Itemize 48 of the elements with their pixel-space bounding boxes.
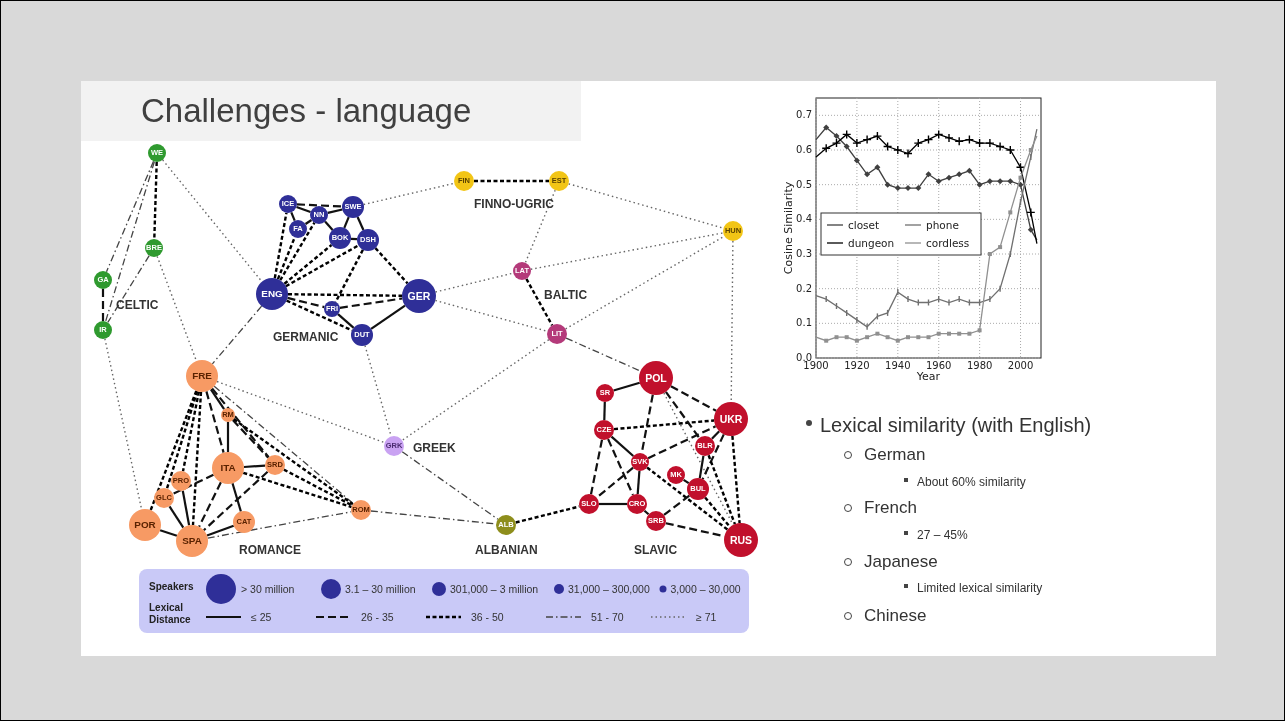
group-label: ALBANIAN [475, 543, 538, 557]
bullet-text: Japanese [864, 552, 938, 573]
bullet-text: 27 – 45% [917, 528, 968, 543]
legend-text: 51 - 70 [591, 611, 624, 623]
tick-label: 2000 [1007, 360, 1034, 371]
tick-label: 0.6 [796, 144, 812, 155]
bullet-text: French [864, 498, 917, 519]
legend-text: 36 - 50 [471, 611, 504, 623]
legend-label: closet [848, 219, 880, 231]
tick-label: 0.3 [796, 248, 812, 259]
tick-label: 0.4 [796, 213, 812, 225]
legend-label: cordless [926, 237, 970, 249]
legend-text: 3,000 – 30,000 [670, 583, 741, 595]
axis-title: Year [916, 370, 941, 383]
bullet-text: Lexical similarity (with English) [820, 413, 1092, 437]
bullet-text: About 60% similarity [917, 475, 1026, 490]
legend-text: > 30 million [241, 583, 295, 595]
group-label: BALTIC [544, 288, 588, 302]
tick-label: 0.1 [796, 317, 812, 329]
legend-text: 3.1 – 30 million [345, 583, 416, 595]
legend-text: 26 - 35 [361, 611, 394, 623]
tick-label: 1960 [926, 360, 952, 371]
legend-label: dungeon [848, 237, 895, 249]
group-label: FINNO-UGRIC [474, 197, 554, 211]
group-label: GREEK [413, 441, 456, 455]
tick-label: 1920 [844, 360, 870, 371]
group-label: SLAVIC [634, 543, 678, 557]
legend-text: 31,000 – 300,000 [568, 583, 650, 595]
legend-heading: Speakers [149, 581, 194, 592]
tick-label: 0.7 [796, 109, 812, 121]
slide-title: Challenges - language [81, 81, 581, 141]
bullet-text: German [864, 445, 926, 466]
legend-text: 301,000 – 3 million [450, 583, 539, 595]
legend-label: phone [926, 219, 959, 231]
legend-text: ≥ 71 [696, 611, 717, 623]
group-label: GERMANIC [273, 330, 339, 344]
bullet-text: Chinese [864, 606, 927, 627]
group-label: CELTIC [116, 298, 159, 312]
bullet-text: Limited lexical similarity [917, 581, 1043, 596]
tick-label: 1980 [966, 360, 993, 371]
group-label: ROMANCE [239, 543, 301, 557]
tick-label: 1940 [885, 360, 911, 371]
legend-heading: Lexical Distance [149, 602, 192, 626]
tick-label: 0.5 [796, 178, 812, 190]
axis-title: Cosine Similarity [782, 181, 795, 275]
tick-label: 1900 [803, 360, 829, 371]
tick-label: 0.2 [796, 282, 812, 294]
legend-text: ≤ 25 [251, 611, 272, 623]
